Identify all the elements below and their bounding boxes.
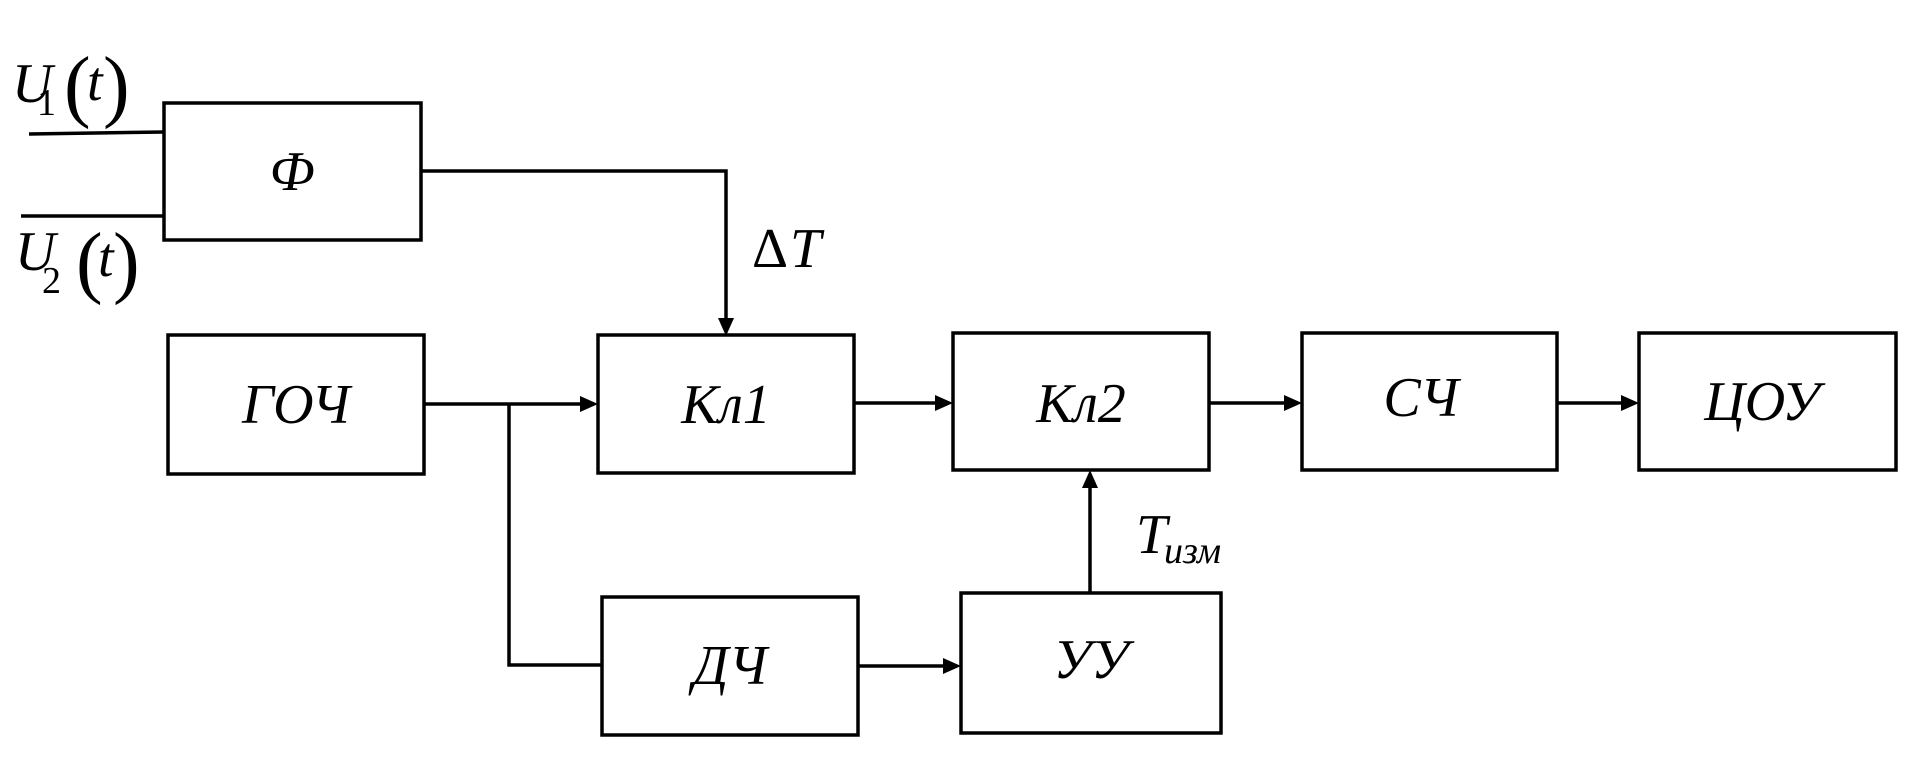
block-phi-label: Ф [269,141,314,203]
block-kl2: Кл2 [951,331,1211,472]
block-phi: Ф [162,101,423,242]
u1-close-paren: ) [103,42,130,130]
u1-open-paren: ( [64,42,91,130]
u2-arg: t [98,227,115,289]
block-sch: СЧ [1300,331,1559,472]
t-izm-symbol: T [1136,504,1171,566]
arrowhead-sch-to-tsou [1621,395,1639,411]
arrowhead-goch-to-kl1 [580,396,598,412]
signal-label-t-izm: T изм [1136,504,1221,572]
block-goch-label: ГОЧ [241,374,353,436]
block-tsou: ЦОУ [1637,331,1898,472]
u2-subscript: 2 [42,260,61,302]
arrowhead-dch-to-uu [943,658,961,674]
delta-t-prefix: Δ [752,218,788,280]
block-tsou-label: ЦОУ [1703,371,1826,433]
block-uu: УУ [959,591,1223,735]
delta-t-symbol: T [790,218,825,280]
block-uu-label: УУ [1053,629,1135,691]
arrowhead-kl2-to-sch [1284,395,1302,411]
u2-open-paren: ( [76,218,103,306]
block-sch-label: СЧ [1383,367,1462,429]
block-kl1-label: Кл1 [680,374,771,436]
block-dch-label: ДЧ [688,635,771,697]
block-kl2-label: Кл2 [1035,373,1126,435]
u1-symbol: U [12,53,56,115]
wire-goch-to-dch [507,404,602,667]
u1-arg: t [87,51,104,113]
input-label-u2: U 2 ( t ) [15,218,140,306]
block-dch: ДЧ [600,595,860,737]
arrowhead-uu-to-kl2 [1082,470,1098,488]
block-kl1: Кл1 [596,333,856,475]
input-label-u1: U 1 ( t ) [12,42,130,130]
arrowhead-kl1-to-kl2 [935,395,953,411]
u1-subscript: 1 [37,82,56,124]
input-wire-u1 [28,130,165,136]
t-izm-subscript: изм [1164,530,1221,572]
u2-symbol: U [15,221,59,283]
signal-label-delta-t: Δ T [752,218,825,280]
arrowhead-phi-to-kl1 [718,318,734,336]
block-goch: ГОЧ [166,333,426,476]
wire-phi-to-kl1 [421,169,728,320]
u2-close-paren: ) [113,218,140,306]
